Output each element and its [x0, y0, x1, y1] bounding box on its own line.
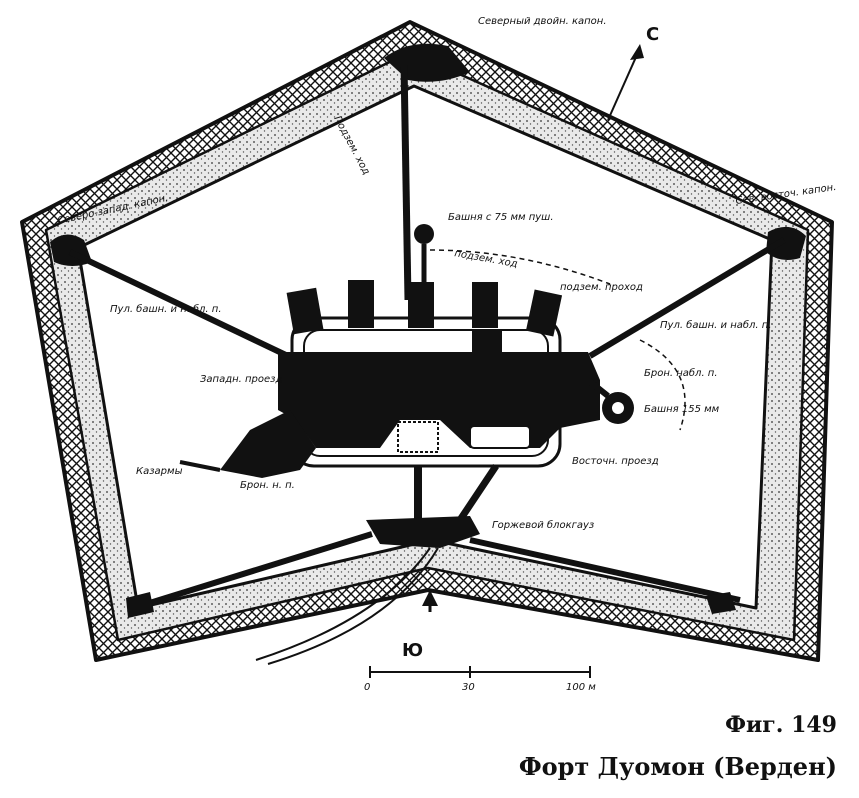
label-turret-155: Башня 155 мм: [644, 404, 720, 415]
north-arrow-icon: [607, 47, 641, 121]
label-north-capon: Северный двойн. капон.: [478, 16, 607, 27]
core-mass: [278, 352, 600, 448]
sw-corner: [126, 592, 154, 618]
gorge-link-2: [457, 464, 499, 522]
label-scale-100: 100 м: [566, 682, 596, 693]
se-corner: [706, 592, 736, 614]
label-scale-0: 0: [364, 682, 370, 693]
east-arm: [586, 377, 610, 399]
core-window-1: [469, 425, 531, 449]
label-left-small-2: Брон. н. п.: [240, 480, 295, 491]
south-arrow-head-icon: [422, 590, 438, 606]
turret-155-ring: [612, 402, 624, 414]
label-turret-75: Башня с 75 мм пуш.: [448, 212, 554, 223]
label-east-passage: Восточн. проезд: [572, 456, 659, 467]
dashed-arc-east: [639, 339, 686, 431]
figure-title: Форт Дуомон (Верден): [518, 752, 837, 781]
gallery-north: [400, 63, 412, 301]
label-gorge-blockhouse: Горжевой блокгауз: [492, 519, 594, 531]
gorge-blockhouse-shape: [366, 516, 480, 548]
label-left-small-1: Казармы: [136, 466, 183, 477]
west-passage-tail: [179, 460, 221, 472]
label-gallery-right: подзем. проход: [560, 282, 643, 293]
label-south-arrow: Ю: [402, 640, 423, 661]
turret-block-4: [472, 282, 498, 328]
label-obs-left: Пул. башн. и набл. п.: [110, 303, 222, 315]
entry-road-2: [267, 547, 439, 665]
turret-block-3: [408, 282, 434, 328]
north-arrow-head-icon: [630, 44, 644, 60]
ne-caponier: [766, 226, 806, 260]
turret-75-marker: [414, 224, 434, 244]
gallery-nw: [68, 249, 290, 359]
core-window-2: [397, 421, 439, 453]
figure-number: Фиг. 149: [725, 712, 837, 738]
turret-block-5: [525, 289, 563, 337]
label-north-arrow: С: [646, 24, 659, 45]
south-west-wall: [139, 531, 373, 609]
label-west-passage: Западн. проезд: [200, 374, 282, 385]
turret-block-1: [286, 287, 324, 335]
entry-road-1: [255, 547, 431, 661]
label-obs-right: Пул. башн. и набл. п.: [660, 319, 772, 331]
west-passage-arm: [220, 410, 316, 478]
south-east-wall: [469, 537, 741, 603]
label-armored-obs: Брон. набл. п.: [644, 367, 718, 379]
label-scale-30: 30: [462, 682, 475, 693]
turret-block-2: [348, 280, 374, 328]
gallery-ne: [588, 237, 786, 359]
turret-block-6: [472, 330, 502, 370]
dashed-arc-north: [429, 249, 611, 285]
